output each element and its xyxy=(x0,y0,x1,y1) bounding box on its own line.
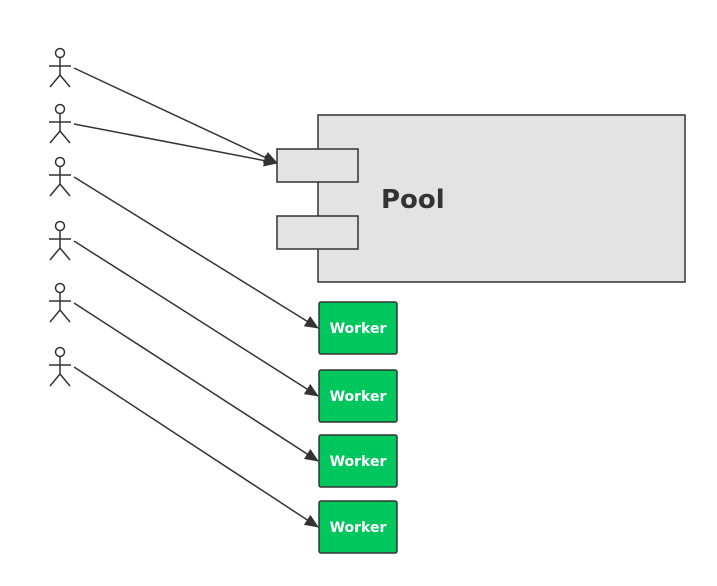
actor-icon[interactable] xyxy=(49,103,71,144)
worker-label: Worker xyxy=(330,520,387,536)
connection-arrow[interactable] xyxy=(73,123,278,167)
actor-limb xyxy=(59,309,71,323)
pool-component[interactable]: Pool xyxy=(276,114,686,283)
actor-head xyxy=(54,346,66,358)
actor-icon[interactable] xyxy=(49,282,71,323)
pool-port-1 xyxy=(276,148,359,183)
actor-limb xyxy=(59,74,71,88)
worker-2[interactable]: Worker xyxy=(318,369,398,423)
actor-icon[interactable] xyxy=(49,220,71,261)
actor-icon[interactable] xyxy=(49,346,71,387)
actor-head xyxy=(54,220,66,232)
worker-3[interactable]: Worker xyxy=(318,434,398,488)
pool-body xyxy=(317,114,686,283)
actor-limb xyxy=(49,130,61,144)
actor-head xyxy=(54,47,66,59)
connection-arrow[interactable] xyxy=(73,240,319,397)
actor-limb xyxy=(59,130,71,144)
actor-limb xyxy=(49,309,61,323)
actor-limb xyxy=(49,74,61,88)
actor-icon[interactable] xyxy=(49,47,71,88)
worker-label: Worker xyxy=(330,321,387,337)
worker-label: Worker xyxy=(330,389,387,405)
actor-head xyxy=(54,156,66,168)
actor-limb xyxy=(59,373,71,387)
actor-limb xyxy=(49,183,61,197)
actor-head xyxy=(54,103,66,115)
pool-title: Pool xyxy=(381,185,445,215)
worker-label: Worker xyxy=(330,454,387,470)
connection-arrow[interactable] xyxy=(73,366,319,528)
worker-1[interactable]: Worker xyxy=(318,301,398,355)
connection-arrow[interactable] xyxy=(73,67,278,164)
actors-group xyxy=(49,47,71,387)
actor-limb xyxy=(49,247,61,261)
actor-head xyxy=(54,282,66,294)
pool-port-2 xyxy=(276,215,359,250)
actor-limb xyxy=(59,183,71,197)
actor-icon[interactable] xyxy=(49,156,71,197)
actor-limb xyxy=(59,247,71,261)
actor-limb xyxy=(49,373,61,387)
worker-4[interactable]: Worker xyxy=(318,500,398,554)
connections-group xyxy=(73,67,319,528)
connection-arrow[interactable] xyxy=(73,302,319,462)
connection-arrow[interactable] xyxy=(73,176,319,329)
workers-group: Worker Worker Worker Worker xyxy=(318,301,398,554)
